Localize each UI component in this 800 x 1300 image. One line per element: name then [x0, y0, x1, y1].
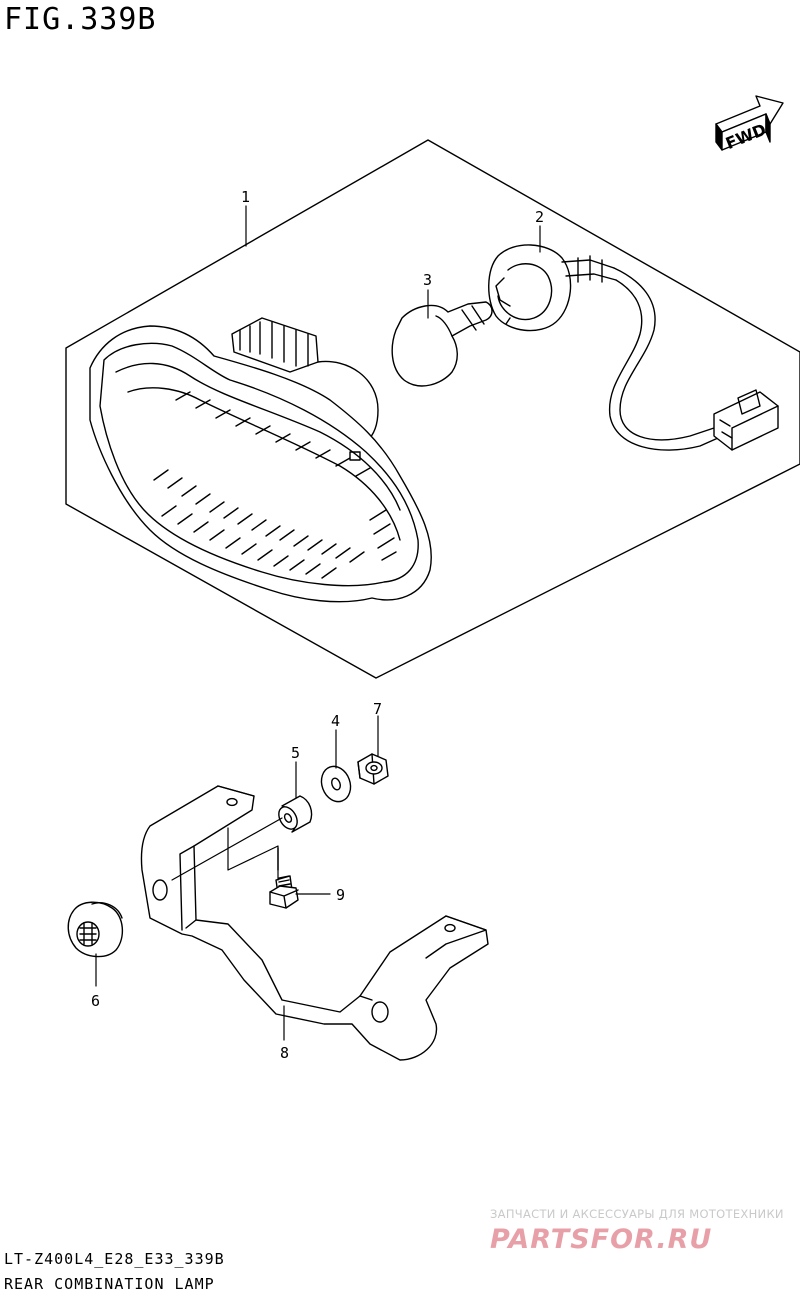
lamp-housing-part [89, 317, 432, 603]
fwd-arrow-icon: FWD [715, 95, 784, 153]
callout-9: 9 [336, 886, 345, 904]
watermark-caption: ЗАПЧАСТИ И АКСЕССУАРЫ ДЛЯ МОТОТЕХНИКИ [490, 1207, 784, 1221]
callout-5: 5 [291, 744, 300, 762]
watermark-logo-text: PARTSFOR.RU [490, 1224, 712, 1254]
assembly-outline-box [65, 139, 800, 679]
callout-1: 1 [241, 188, 250, 206]
callout-6: 6 [91, 992, 100, 1010]
grommet-nut-part [67, 901, 123, 958]
watermark-logo: PARTSFOR.RU [490, 1224, 712, 1254]
washer-part [320, 765, 352, 803]
nut-part [357, 753, 389, 785]
socket-harness-part [488, 244, 779, 451]
bolt-part [269, 847, 299, 909]
leader-lines [95, 205, 541, 1041]
collar-part [278, 795, 313, 833]
callout-2: 2 [535, 208, 544, 226]
footer-assembly-name: REAR COMBINATION LAMP [4, 1275, 215, 1293]
footer-model-code: LT-Z400L4_E28_E33_339B [4, 1250, 225, 1268]
callout-8: 8 [280, 1044, 289, 1062]
bracket-part [140, 785, 489, 1061]
callout-numbers: 1 2 3 4 5 6 7 8 9 [91, 188, 544, 1062]
figure-title: FIG.339B [4, 2, 157, 37]
assembly-guide [171, 817, 283, 881]
callout-3: 3 [423, 271, 432, 289]
callout-7: 7 [373, 700, 382, 718]
callout-4: 4 [331, 712, 340, 730]
bulb-part [391, 301, 493, 387]
